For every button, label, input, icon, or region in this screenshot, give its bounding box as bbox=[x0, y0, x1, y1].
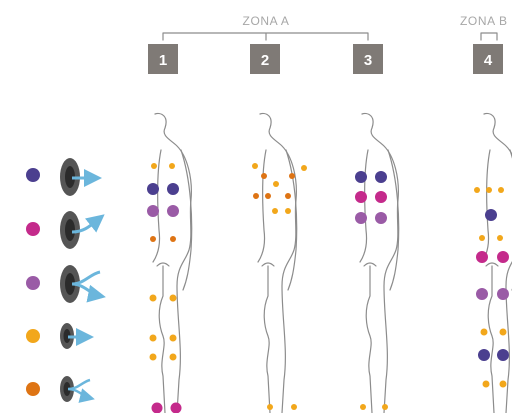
treatment-dot-yellow bbox=[170, 335, 177, 342]
treatment-dot-violet bbox=[147, 205, 159, 217]
treatment-dot-violet bbox=[476, 288, 488, 300]
treatment-dot-magenta bbox=[375, 191, 387, 203]
treatment-dot-navy bbox=[497, 349, 509, 361]
applicator-large-icon bbox=[60, 211, 80, 249]
body-outline-4-part-4 bbox=[488, 266, 494, 413]
treatment-dot-navy bbox=[485, 209, 497, 221]
treatment-dot-navy bbox=[167, 183, 179, 195]
column-badge-2: 2 bbox=[250, 44, 280, 74]
treatment-dot-violet bbox=[375, 212, 387, 224]
column-number-4: 4 bbox=[484, 52, 493, 69]
treatment-dot-magenta bbox=[152, 403, 163, 413]
body-outline-2-part-4 bbox=[264, 266, 270, 413]
treatment-dot-yellow bbox=[474, 187, 480, 193]
treatment-dot-yellow bbox=[150, 295, 157, 302]
zone-b-header: ZONA B bbox=[460, 14, 508, 40]
treatment-dot-yellow bbox=[500, 381, 507, 388]
treatment-dot-navy bbox=[478, 349, 490, 361]
body-outline-3-part-2 bbox=[360, 150, 368, 262]
treatment-dot-yellow bbox=[267, 404, 273, 410]
treatment-dot-yellow bbox=[170, 354, 177, 361]
treatment-dot-yellow bbox=[285, 208, 291, 214]
column-badge-1: 1 bbox=[148, 44, 178, 74]
treatment-dot-navy bbox=[375, 171, 387, 183]
treatment-dot-yellow bbox=[483, 381, 490, 388]
column-number-1: 1 bbox=[159, 52, 167, 69]
treatment-dot-orange bbox=[285, 193, 291, 199]
treatment-dot-yellow bbox=[252, 163, 258, 169]
body-outline-3-part-4 bbox=[366, 266, 372, 413]
legend-dot-orange bbox=[26, 382, 40, 396]
legend-dot-violet bbox=[26, 276, 40, 290]
treatment-dot-yellow bbox=[169, 163, 175, 169]
treatment-dot-yellow bbox=[150, 335, 157, 342]
treatment-dot-yellow bbox=[479, 235, 485, 241]
treatment-dot-magenta bbox=[355, 191, 367, 203]
treatment-dot-magenta bbox=[476, 251, 488, 263]
body-outline-1-part-4 bbox=[159, 266, 165, 413]
treatment-dot-navy bbox=[147, 183, 159, 195]
treatment-dot-yellow bbox=[291, 404, 297, 410]
legend-dot-navy bbox=[26, 168, 40, 182]
legend bbox=[26, 158, 100, 402]
legend-dot-magenta bbox=[26, 222, 40, 236]
treatment-dot-violet bbox=[167, 205, 179, 217]
treatment-dot-yellow bbox=[500, 329, 507, 336]
body-outline-2-part-2 bbox=[258, 150, 266, 262]
column-badge-3: 3 bbox=[353, 44, 383, 74]
treatment-dot-yellow bbox=[150, 354, 157, 361]
legend-dot-yellow bbox=[26, 329, 40, 343]
column-badge-4: 4 bbox=[473, 44, 503, 74]
zone-b-label: ZONA B bbox=[460, 14, 508, 28]
treatment-dot-yellow bbox=[360, 404, 366, 410]
body-outlines bbox=[153, 114, 512, 413]
treatment-points bbox=[147, 163, 509, 413]
treatment-dot-yellow bbox=[301, 165, 307, 171]
zone-a-header: ZONA A bbox=[163, 14, 368, 40]
column-number-2: 2 bbox=[261, 52, 269, 69]
treatment-dot-orange bbox=[261, 173, 267, 179]
treatment-dot-magenta bbox=[171, 403, 182, 413]
treatment-dot-orange bbox=[289, 173, 295, 179]
body-outline-4-part-2 bbox=[482, 150, 490, 262]
treatment-dot-yellow bbox=[481, 329, 488, 336]
treatment-dot-yellow bbox=[382, 404, 388, 410]
treatment-dot-navy bbox=[355, 171, 367, 183]
treatment-dot-violet bbox=[497, 288, 509, 300]
treatment-dot-yellow bbox=[497, 235, 503, 241]
treatment-dot-violet bbox=[355, 212, 367, 224]
treatment-dot-yellow bbox=[151, 163, 157, 169]
treatment-dot-magenta bbox=[497, 251, 509, 263]
treatment-dot-yellow bbox=[486, 187, 492, 193]
treatment-dot-orange bbox=[150, 236, 156, 242]
column-number-3: 3 bbox=[364, 52, 372, 69]
treatment-dot-orange bbox=[253, 193, 259, 199]
treatment-dot-yellow bbox=[272, 208, 278, 214]
treatment-dot-orange bbox=[170, 236, 176, 242]
treatment-dot-orange bbox=[265, 193, 271, 199]
zone-a-label: ZONA A bbox=[243, 14, 290, 28]
treatment-dot-yellow bbox=[498, 187, 504, 193]
treatment-dot-yellow bbox=[273, 181, 279, 187]
treatment-dot-yellow bbox=[170, 295, 177, 302]
